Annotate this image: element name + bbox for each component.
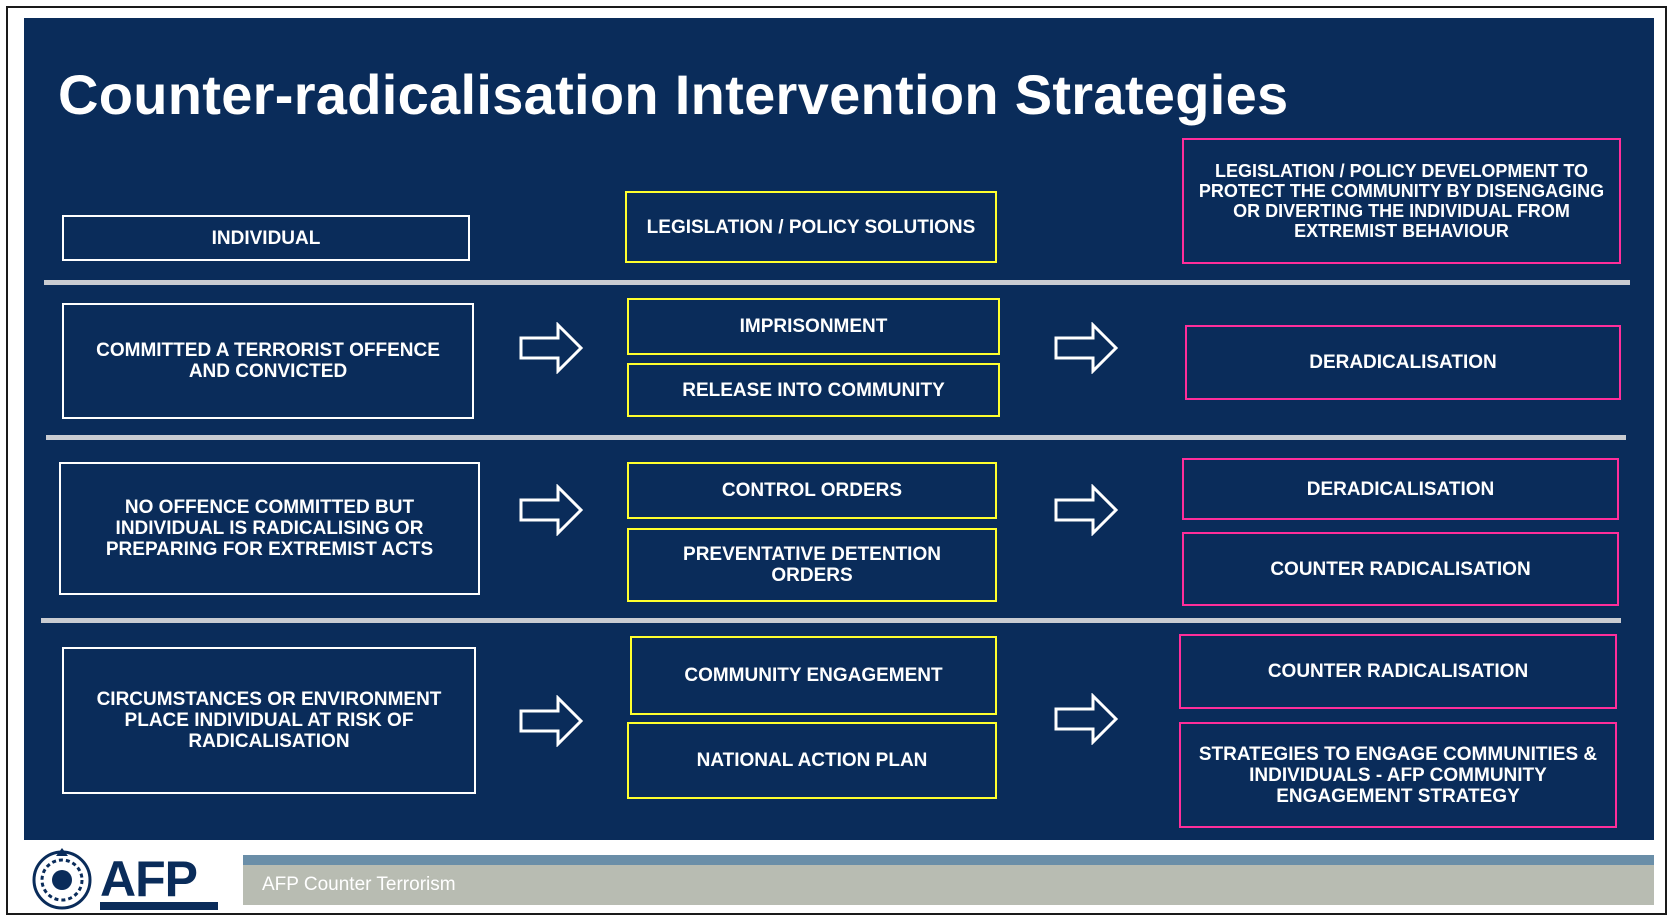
header-outcomes: LEGISLATION / POLICY DEVELOPMENT TO PROT… xyxy=(1182,138,1621,264)
row1-solution-2: RELEASE INTO COMMUNITY xyxy=(627,363,1000,417)
right-arrow-icon xyxy=(519,484,584,536)
footer-bar-accent xyxy=(243,855,1654,865)
diagram-panel xyxy=(24,18,1654,840)
afp-crest-icon xyxy=(32,848,218,910)
header-solutions: LEGISLATION / POLICY SOLUTIONS xyxy=(625,191,997,263)
row1-solution-1: IMPRISONMENT xyxy=(627,298,1000,355)
header-individual: INDIVIDUAL xyxy=(62,215,470,261)
row-separator xyxy=(46,435,1626,440)
row3-individual: CIRCUMSTANCES OR ENVIRONMENT PLACE INDIV… xyxy=(62,647,476,794)
row1-outcome-1: DERADICALISATION xyxy=(1185,325,1621,400)
row2-individual: NO OFFENCE COMMITTED BUT INDIVIDUAL IS R… xyxy=(59,462,480,595)
right-arrow-icon xyxy=(519,695,584,747)
row-separator xyxy=(44,280,1630,285)
right-arrow-icon xyxy=(519,322,584,374)
row3-solution-1: COMMUNITY ENGAGEMENT xyxy=(630,636,997,715)
row2-outcome-2: COUNTER RADICALISATION xyxy=(1182,532,1619,606)
slide-title: Counter-radicalisation Intervention Stra… xyxy=(58,63,1289,126)
afp-logo-text: AFP xyxy=(100,851,198,907)
row3-outcome-1: COUNTER RADICALISATION xyxy=(1179,634,1617,709)
right-arrow-icon xyxy=(1054,484,1119,536)
row3-outcome-2: STRATEGIES TO ENGAGE COMMUNITIES & INDIV… xyxy=(1179,722,1617,828)
row1-individual: COMMITTED A TERRORIST OFFENCE AND CONVIC… xyxy=(62,303,474,419)
row2-solution-1: CONTROL ORDERS xyxy=(627,462,997,519)
row2-solution-2: PREVENTATIVE DETENTION ORDERS xyxy=(627,528,997,602)
row2-outcome-1: DERADICALISATION xyxy=(1182,458,1619,520)
row3-solution-2: NATIONAL ACTION PLAN xyxy=(627,722,997,799)
right-arrow-icon xyxy=(1054,322,1119,374)
footer-text: AFP Counter Terrorism xyxy=(262,874,456,895)
right-arrow-icon xyxy=(1054,693,1119,745)
row-separator xyxy=(41,618,1621,623)
